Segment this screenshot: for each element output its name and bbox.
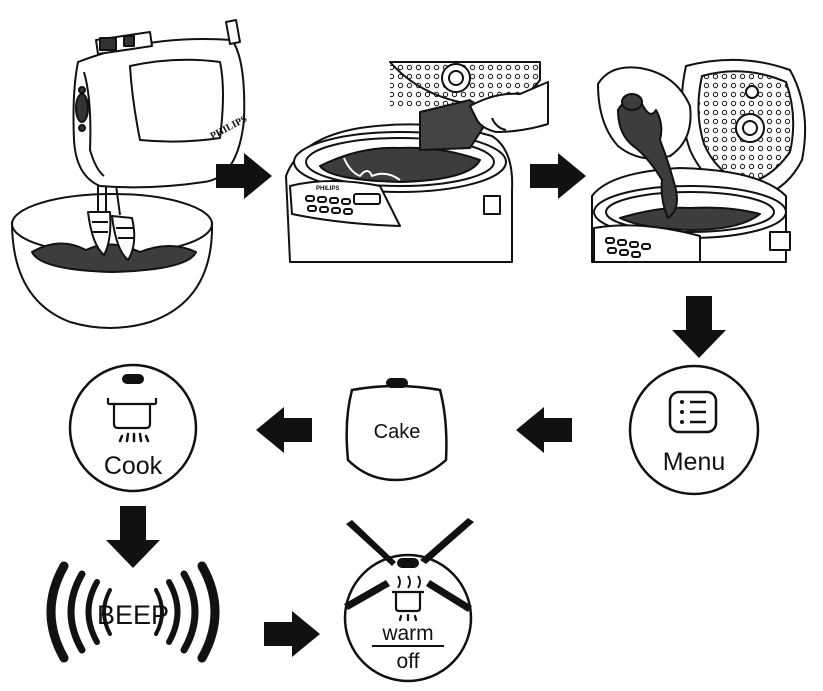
open-cooker-illustration <box>592 60 805 262</box>
cook-button: Cook <box>70 365 196 491</box>
beep-label: BEEP <box>97 600 169 630</box>
menu-button: Menu <box>630 366 758 494</box>
arrow-right-3 <box>264 611 320 657</box>
cook-label: Cook <box>104 452 163 480</box>
warm-label: warm <box>381 622 433 645</box>
indicator-light <box>122 374 144 384</box>
cake-label: Cake <box>374 421 421 443</box>
cooker-brand-text: PHILIPS <box>316 186 339 192</box>
off-label: off <box>397 650 420 673</box>
arrow-down-2 <box>106 506 160 568</box>
warm-off-button: warm off <box>344 518 474 681</box>
arrow-left-1 <box>516 407 572 453</box>
arrow-right-2 <box>530 153 586 199</box>
hand-mixer-bowl-illustration: PHILIPS <box>12 20 249 328</box>
arrow-left-2 <box>256 407 312 453</box>
indicator-light <box>386 378 408 388</box>
indicator-light <box>397 558 419 568</box>
menu-label: Menu <box>663 448 726 476</box>
cake-button: Cake <box>347 378 447 480</box>
pouring-batter-illustration: PHILIPS <box>286 62 548 262</box>
arrow-down-1 <box>672 296 726 358</box>
